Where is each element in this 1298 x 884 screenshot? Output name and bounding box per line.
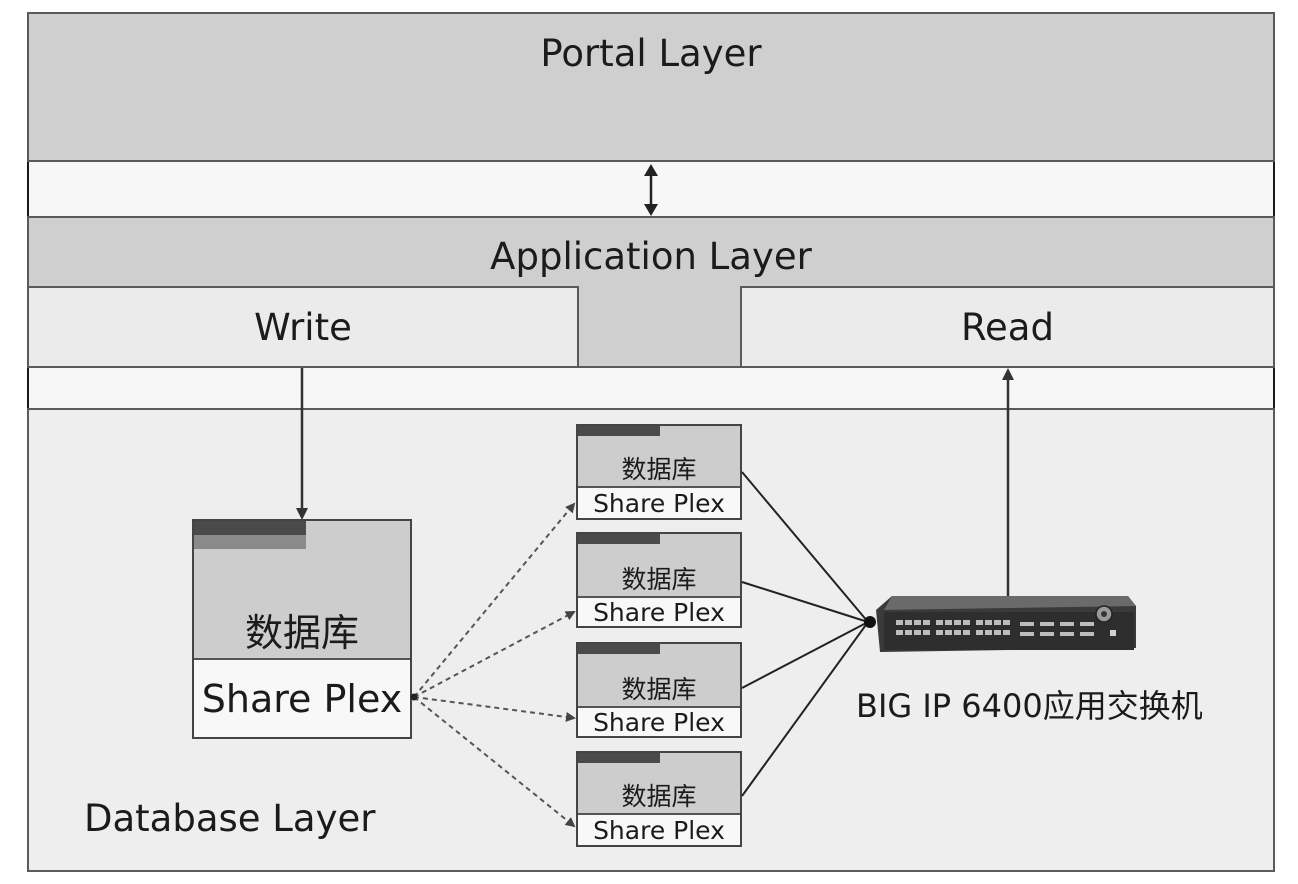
replica-shareplex: Share Plex xyxy=(578,486,740,518)
switch-links xyxy=(741,471,869,797)
switch-label-wrap: BIG IP 6400应用交换机 xyxy=(856,680,1256,728)
main-db-header-bar xyxy=(194,521,306,535)
replica-label: 数据库 xyxy=(621,782,697,811)
replica-header-bar xyxy=(578,426,660,436)
replica-header-bar xyxy=(578,534,660,544)
replication-arrow xyxy=(413,611,576,698)
application-layer-title: Application Layer xyxy=(490,234,812,278)
read-arrow xyxy=(1002,368,1014,596)
switch-label: BIG IP 6400应用交换机 xyxy=(856,687,1203,725)
main-db-header-bar-lower xyxy=(194,535,306,549)
replica-shareplex: Share Plex xyxy=(578,813,740,845)
switch-link xyxy=(741,621,869,797)
replica-shareplex-label: Share Plex xyxy=(593,707,725,737)
replica-label-wrap: 数据库 xyxy=(578,562,740,594)
replication-source-dot xyxy=(410,693,418,701)
replication-arrow xyxy=(413,502,576,698)
replica-label-wrap: 数据库 xyxy=(578,779,740,811)
replica-header-bar xyxy=(578,753,660,763)
write-box: Write xyxy=(27,286,579,368)
replica-label: 数据库 xyxy=(621,565,697,594)
main-database: 数据库 Share Plex xyxy=(192,519,412,739)
replica-shareplex: Share Plex xyxy=(578,596,740,627)
switch-link xyxy=(741,621,869,689)
replica-label: 数据库 xyxy=(621,455,697,484)
database-layer-title-wrap: Database Layer xyxy=(84,792,404,844)
main-db-label: 数据库 xyxy=(244,610,359,655)
main-db-label-wrap: 数据库 xyxy=(194,601,410,657)
replica-database: 数据库 Share Plex xyxy=(576,642,742,738)
replica-database: 数据库 Share Plex xyxy=(576,424,742,520)
replication-arrow xyxy=(413,696,576,828)
read-label: Read xyxy=(961,305,1054,349)
network-switch-icon xyxy=(864,596,1136,652)
main-db-shareplex: Share Plex xyxy=(194,658,410,737)
replica-shareplex-label: Share Plex xyxy=(593,597,725,627)
replica-label: 数据库 xyxy=(621,675,697,704)
app-db-gap xyxy=(29,368,1273,408)
application-layer-title-wrap: Application Layer xyxy=(27,228,1275,284)
switch-link xyxy=(741,581,869,623)
database-layer-title: Database Layer xyxy=(84,796,376,840)
write-label: Write xyxy=(254,305,352,349)
replica-shareplex: Share Plex xyxy=(578,706,740,737)
write-arrow xyxy=(296,368,308,520)
portal-layer: Portal Layer xyxy=(27,12,1275,162)
replica-label-wrap: 数据库 xyxy=(578,452,740,484)
replica-shareplex-label: Share Plex xyxy=(593,488,725,518)
replica-database: 数据库 Share Plex xyxy=(576,751,742,847)
read-box: Read xyxy=(740,286,1275,368)
replication-arrows xyxy=(413,502,576,828)
replica-header-bar xyxy=(578,644,660,654)
replica-database: 数据库 Share Plex xyxy=(576,532,742,628)
portal-layer-title: Portal Layer xyxy=(540,32,762,75)
portal-application-arrow xyxy=(644,164,658,216)
replica-shareplex-label: Share Plex xyxy=(593,815,725,845)
switch-link xyxy=(741,471,869,623)
replica-label-wrap: 数据库 xyxy=(578,672,740,704)
replication-arrow xyxy=(413,696,576,722)
main-db-shareplex-label: Share Plex xyxy=(201,676,403,721)
